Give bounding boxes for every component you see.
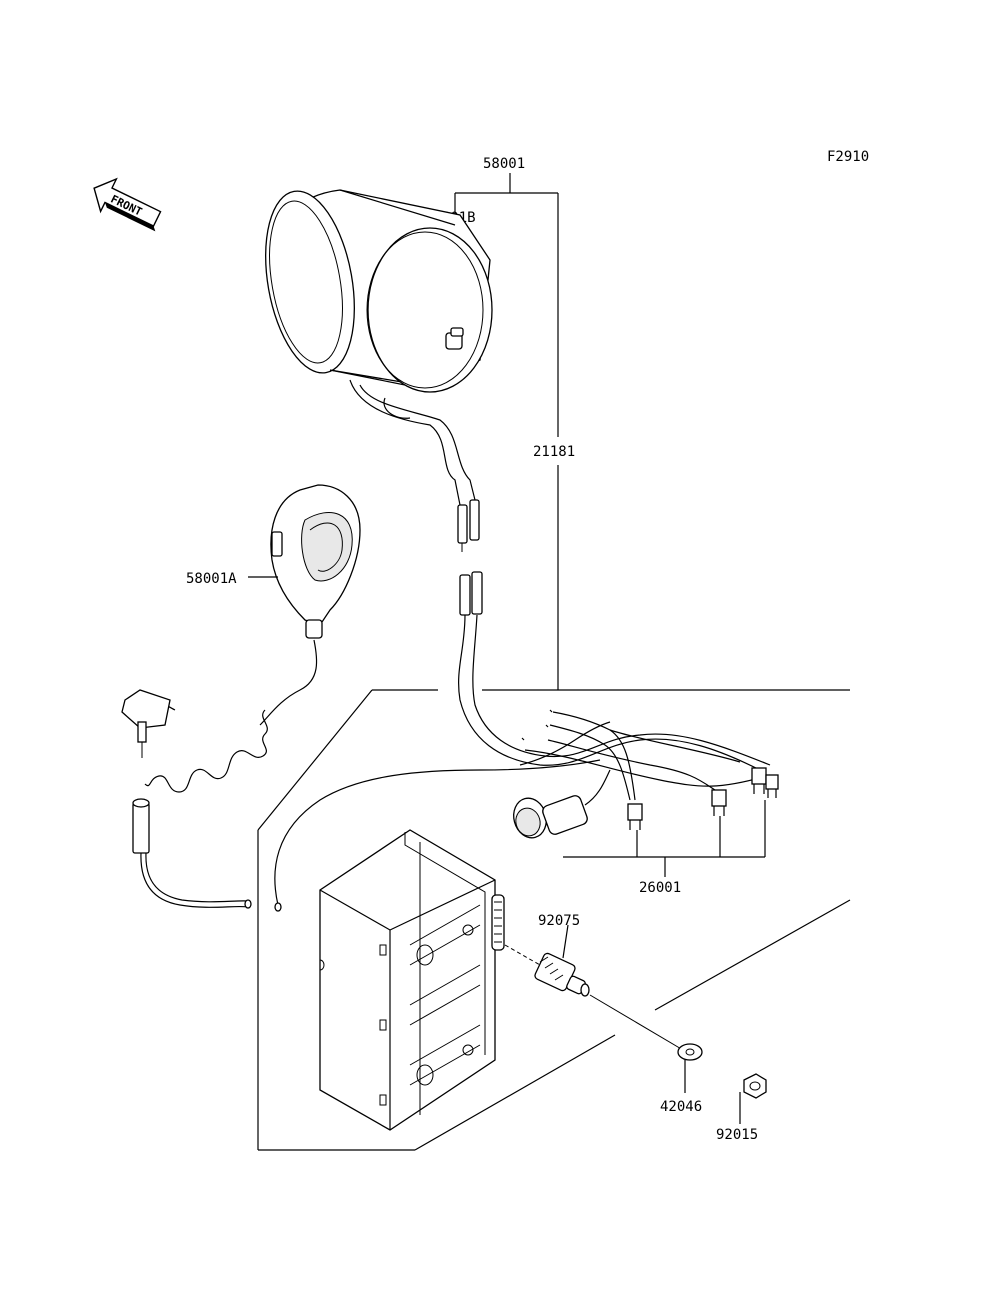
cb-unit-part (319, 829, 505, 1131)
antenna-wire (274, 759, 601, 906)
detail-frame (257, 689, 851, 1151)
lead-bracket (563, 800, 766, 877)
speaker-part (265, 189, 493, 552)
figure-code: F2910 (827, 149, 869, 165)
label-58001: 58001 (483, 156, 525, 172)
label-21181: 21181 (533, 444, 575, 460)
switch-part (504, 924, 590, 997)
label-92075: 92075 (538, 913, 580, 929)
lead-harness-part (513, 709, 779, 839)
harness-connectors (458, 571, 771, 771)
nut-part (739, 1073, 767, 1124)
label-58001a: 58001A (186, 571, 237, 587)
socket-cable-part (132, 798, 252, 909)
front-arrow-icon: FRONT (93, 177, 162, 232)
label-42046: 42046 (660, 1099, 702, 1115)
washer-part (677, 1043, 703, 1093)
microphone-part (121, 484, 361, 793)
label-26001: 26001 (639, 880, 681, 896)
label-92015: 92015 (716, 1127, 758, 1143)
centre-line (589, 994, 684, 1051)
